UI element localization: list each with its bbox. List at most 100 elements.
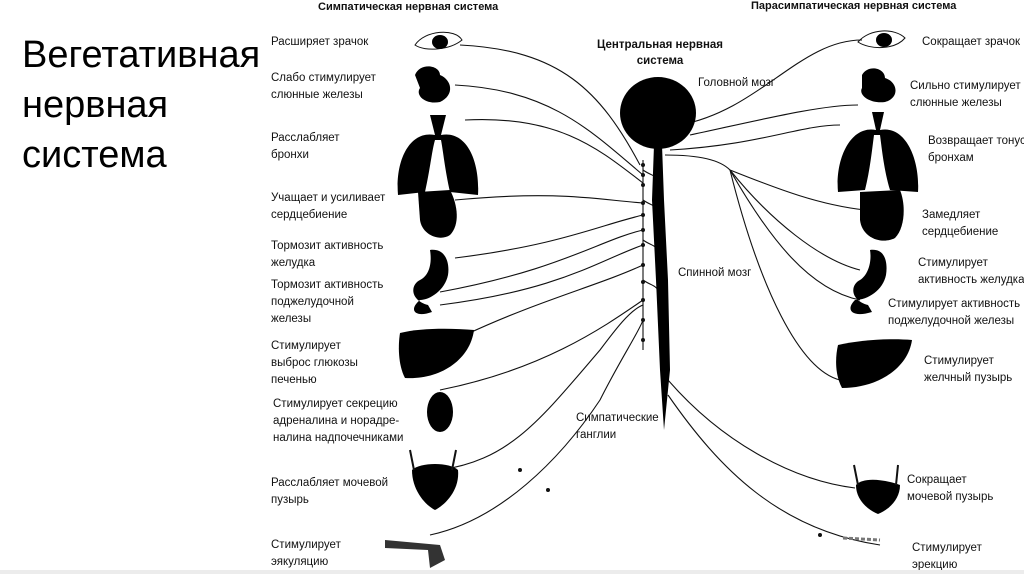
sym-effect-line: Расширяет зрачок xyxy=(271,36,369,48)
nerve-eye-para xyxy=(679,39,863,126)
nerve-bladder-sym xyxy=(439,304,644,471)
genitals-right xyxy=(842,536,881,542)
nerve-salivary-sym xyxy=(454,84,644,176)
nerve-genital-sym xyxy=(429,319,644,536)
sym-effect-line: бронхи xyxy=(271,149,309,161)
sym-effect-line: Тормозит активность xyxy=(271,279,384,291)
liver-right xyxy=(836,339,912,388)
ganglia-label-line-1: Симпатические xyxy=(576,412,659,424)
nerve-pancreas2-sym xyxy=(439,244,644,306)
para-effect-line: Стимулирует активность xyxy=(888,298,1021,310)
sym-effect-line: слюнные железы xyxy=(271,89,363,101)
brain xyxy=(620,77,696,149)
para-effect-salivary: Сильно стимулирует слюнные железы xyxy=(910,78,1021,112)
para-effect-genitals: Стимулирует эрекцию xyxy=(912,540,982,574)
para-effect-line: поджелудочной железы xyxy=(888,315,1015,327)
brain-label: Головной мозг xyxy=(698,77,775,89)
nerve-heart-sym xyxy=(454,195,644,204)
para-effect-line: сердцебиение xyxy=(922,226,999,238)
nerve-heart-para xyxy=(729,169,866,211)
sympathetic-ganglia-label: Симпатические ганглии xyxy=(576,410,659,444)
sym-effect-line: сердцебиение xyxy=(271,209,348,221)
sym-effect-liver: Стимулирует выброс глюкозы печенью xyxy=(271,338,358,389)
para-effect-line: желчный пузырь xyxy=(924,372,1013,384)
para-effect-line: мочевой пузырь xyxy=(907,491,994,503)
sym-effect-line: Стимулирует секрецию xyxy=(273,398,398,410)
sym-effect-bladder: Расслабляет мочевой пузырь xyxy=(271,475,388,509)
spinal-cord-label: Спинной мозг xyxy=(678,267,752,279)
heart-right xyxy=(860,190,904,241)
central-nervous-system-label: Центральная нервная система xyxy=(590,37,730,69)
slide-bottom-edge xyxy=(0,570,1024,574)
nerve-liver-sym xyxy=(464,264,644,336)
salivary-gland-right xyxy=(861,68,896,103)
central-label-line-1: Центральная нервная xyxy=(596,39,724,51)
stomach-right xyxy=(850,249,887,315)
salivary-gland-left xyxy=(415,66,451,103)
para-effect-line: Стимулирует xyxy=(924,355,994,367)
nerve-lungs-para xyxy=(669,124,841,151)
sym-effect-stomach: Тормозит активность желудка xyxy=(271,238,383,272)
nerve-gallbladder-para xyxy=(729,169,841,381)
bladder-right-ureters xyxy=(853,464,899,486)
parasympathetic-header: Парасимпатическая нервная система xyxy=(751,0,957,12)
para-effect-lungs: Возвращает тонус бронхам xyxy=(928,133,1024,167)
nerve-pancreas-para xyxy=(729,169,861,301)
para-effect-line: активность желудка xyxy=(918,274,1024,286)
sym-effect-line: поджелудочной xyxy=(271,296,354,308)
para-effect-pancreas: Стимулирует активность поджелудочной жел… xyxy=(888,296,1020,330)
sym-effect-heart: Учащает и усиливает сердцебиение xyxy=(271,190,385,224)
nerve-pancreas1-sym xyxy=(439,229,644,293)
title-line-3: система xyxy=(22,134,167,176)
sym-effect-line: пузырь xyxy=(271,494,309,506)
eye-right xyxy=(857,30,906,48)
title-line-2: нервная xyxy=(22,84,169,126)
para-effect-stomach: Стимулирует активность желудка xyxy=(918,255,1024,289)
nerve-genital-para xyxy=(667,394,881,546)
para-effect-line: бронхам xyxy=(928,152,974,164)
para-effect-bladder: Сокращает мочевой пузырь xyxy=(907,472,993,506)
nerve-eye-sym xyxy=(459,44,641,166)
para-effect-line: Замедляет xyxy=(922,209,981,221)
lungs-left xyxy=(397,115,479,195)
sym-effect-line: Расслабляет мочевой xyxy=(271,477,389,489)
spinal-cord xyxy=(652,145,670,430)
sym-effect-line: налина надпочечниками xyxy=(273,432,404,444)
sym-effect-line: Стимулирует xyxy=(271,539,341,551)
sym-effect-line: Тормозит активность xyxy=(271,240,384,252)
heart-left xyxy=(418,190,457,238)
ganglia-label-line-2: ганглии xyxy=(576,429,617,441)
sym-effect-pancreas: Тормозит активность поджелудочной железы xyxy=(271,277,383,328)
nerve-lungs-sym xyxy=(464,118,644,184)
nerve-stomach-para xyxy=(729,169,861,271)
para-effect-line: слюнные железы xyxy=(910,97,1002,109)
bladder-left-ureters xyxy=(409,449,457,471)
para-effect-line: Сокращает xyxy=(907,474,967,486)
nerve-vagus xyxy=(664,154,731,171)
title-line-1: Вегетативная xyxy=(22,34,261,76)
sym-effect-salivary: Слабо стимулирует слюнные железы xyxy=(271,70,376,104)
sym-effect-adrenal: Стимулирует секрецию адреналина и норадр… xyxy=(273,396,403,447)
sym-effect-line: желудка xyxy=(271,257,316,269)
bladder-right xyxy=(856,479,900,514)
para-effect-line: Стимулирует xyxy=(918,257,988,269)
eye-left xyxy=(414,31,463,50)
sym-effect-line: Стимулирует xyxy=(271,340,341,352)
ganglia-dots xyxy=(518,163,822,537)
nerve-stomach-sym xyxy=(454,214,644,259)
para-effect-gallbladder: Стимулирует желчный пузырь xyxy=(924,353,1012,387)
sym-effect-line: выброс глюкозы xyxy=(271,357,358,369)
para-effect-heart: Замедляет сердцебиение xyxy=(922,207,998,241)
nerve-salivary-para xyxy=(689,104,859,136)
sym-effect-line: Расслабляет xyxy=(271,132,340,144)
stomach-left xyxy=(413,249,449,315)
genitals-left xyxy=(385,540,445,568)
sym-effect-line: Учащает и усиливает xyxy=(271,192,386,204)
sym-effect-line: адреналина и норадре- xyxy=(273,415,400,427)
sym-effect-line: печенью xyxy=(271,374,317,386)
para-effect-eye: Сокращает зрачок xyxy=(922,34,1020,51)
sym-effect-line: железы xyxy=(271,313,312,325)
slide-title: Вегетативная нервная система xyxy=(22,30,260,180)
chain-to-cord xyxy=(642,169,659,291)
